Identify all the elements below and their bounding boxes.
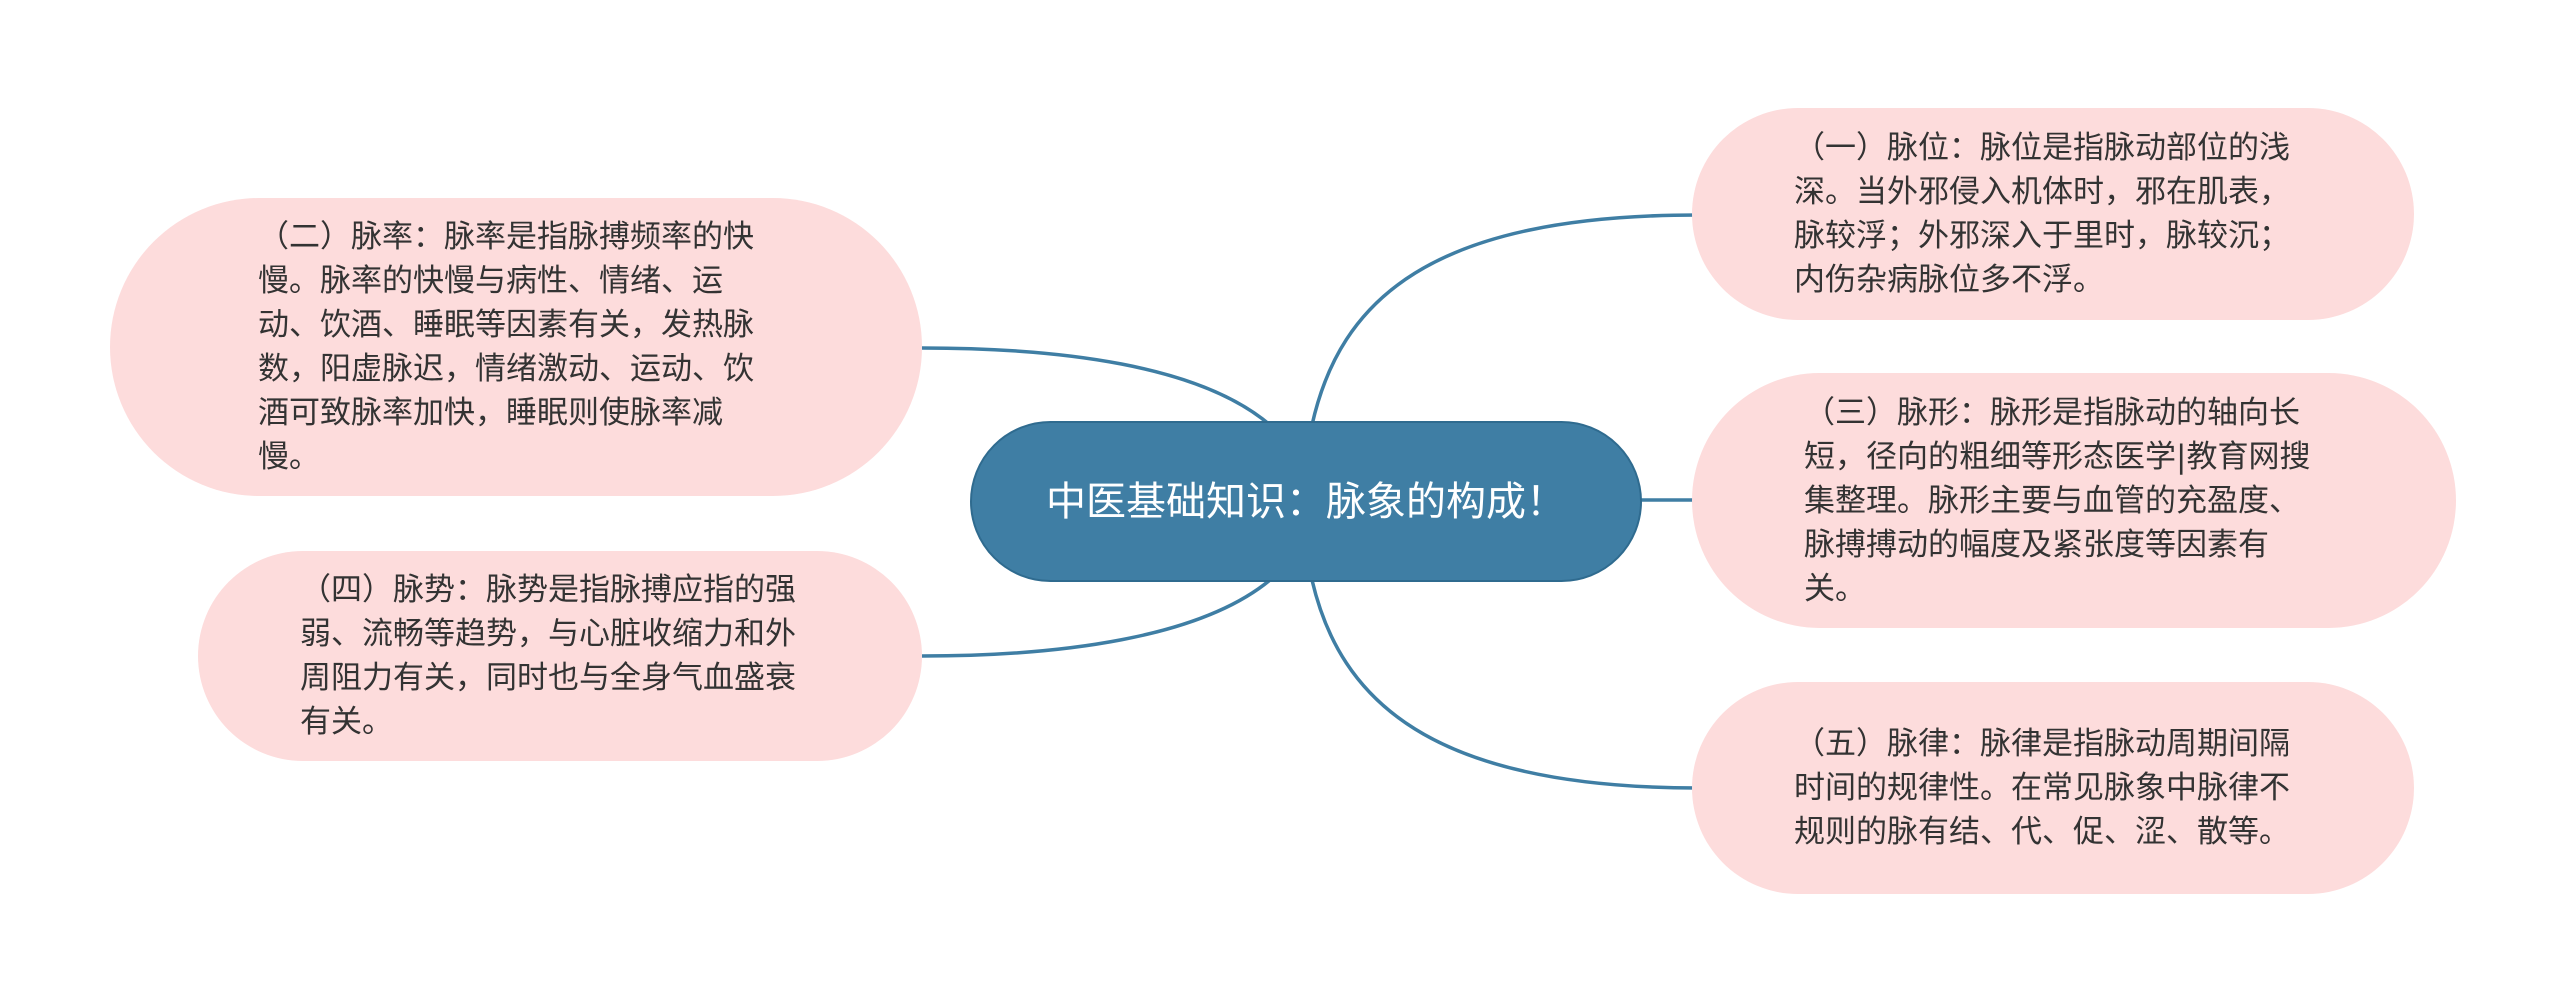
- branch-pulse-rhythm-text: （五）脉律：脉律是指脉动周期间隔时间的规律性。在常见脉象中脉律不规则的脉有结、代…: [1794, 726, 2290, 850]
- branch-pulse-position-text: （一）脉位：脉位是指脉动部位的浅深。当外邪侵入机体时，邪在肌表，脉较浮；外邪深入…: [1794, 130, 2290, 298]
- central-topic[interactable]: 中医基础知识：脉象的构成！: [970, 421, 1642, 582]
- link-to-pulse-rate: [921, 346, 1272, 427]
- branch-pulse-rate-text: （二）脉率：脉率是指脉搏频率的快慢。脉率的快慢与病性、情绪、运动、饮酒、睡眠等因…: [258, 219, 754, 475]
- link-to-pulse-rhythm: [1310, 579, 1699, 790]
- branch-pulse-rhythm[interactable]: （五）脉律：脉律是指脉动周期间隔时间的规律性。在常见脉象中脉律不规则的脉有结、代…: [1692, 682, 2414, 894]
- link-to-pulse-position: [1310, 213, 1699, 426]
- branch-pulse-force-text: （四）脉势：脉势是指脉搏应指的强弱、流畅等趋势，与心脏收缩力和外周阻力有关，同时…: [300, 572, 796, 740]
- branch-pulse-force[interactable]: （四）脉势：脉势是指脉搏应指的强弱、流畅等趋势，与心脏收缩力和外周阻力有关，同时…: [198, 551, 922, 761]
- link-to-pulse-force: [921, 578, 1272, 658]
- branch-pulse-shape-text: （三）脉形：脉形是指脉动的轴向长短，径向的粗细等形态医学|教育网搜集整理。脉形主…: [1804, 394, 2311, 607]
- branch-pulse-rate[interactable]: （二）脉率：脉率是指脉搏频率的快慢。脉率的快慢与病性、情绪、运动、饮酒、睡眠等因…: [110, 198, 922, 496]
- branch-pulse-shape[interactable]: （三）脉形：脉形是指脉动的轴向长短，径向的粗细等形态医学|教育网搜集整理。脉形主…: [1692, 373, 2456, 628]
- branch-pulse-position[interactable]: （一）脉位：脉位是指脉动部位的浅深。当外邪侵入机体时，邪在肌表，脉较浮；外邪深入…: [1692, 108, 2414, 320]
- central-topic-title: 中医基础知识：脉象的构成！: [1046, 478, 1566, 525]
